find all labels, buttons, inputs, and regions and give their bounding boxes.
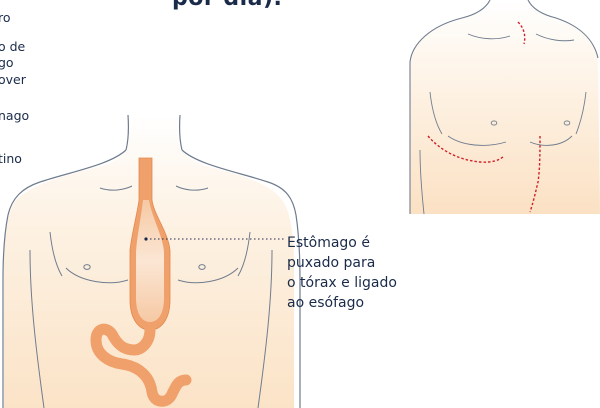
callout-line-3: o tórax e ligado — [287, 273, 397, 293]
callout-line-1: Estômago é — [287, 233, 397, 253]
incision-torso — [410, 0, 600, 214]
callout-line-2: puxado para — [287, 253, 397, 273]
callout-line-4: ao esófago — [287, 293, 397, 313]
callout-label: Estômago é puxado para o tórax e ligado … — [287, 233, 397, 313]
